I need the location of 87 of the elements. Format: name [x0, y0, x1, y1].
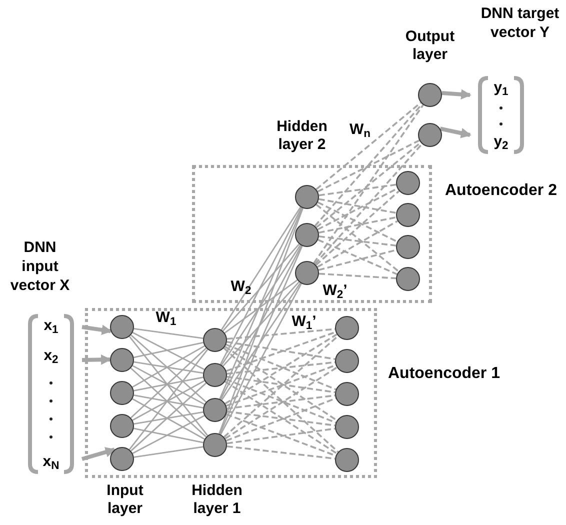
connection-line: [132, 365, 205, 405]
connection-line: [226, 361, 336, 375]
vector-element: x$_{2}$: [42, 347, 60, 365]
connection-line: [224, 366, 338, 440]
connection-line: [134, 342, 204, 358]
connection-line: [314, 103, 423, 227]
connection-line: [223, 335, 339, 438]
vector-element: y$_{2}$: [492, 133, 510, 151]
connection-line: [224, 380, 338, 454]
connection-line: [134, 376, 204, 392]
connection-line: [314, 143, 423, 265]
vector-heading: DNN target vector Y: [480, 4, 560, 42]
connection-line: [318, 272, 396, 280]
connection-line: [226, 364, 336, 407]
connection-line: [134, 446, 204, 458]
connection-line: [221, 282, 301, 400]
connection-line: [317, 202, 398, 242]
connection-line: [317, 140, 420, 192]
connection-line: [226, 341, 336, 360]
connection-line: [315, 190, 400, 266]
connection-line: [226, 410, 336, 426]
vector-element: x$_{1}$: [42, 317, 60, 335]
connection-line: [219, 208, 303, 400]
connection-line: [224, 346, 338, 422]
connection-line: [132, 345, 205, 388]
connection-line: [130, 368, 207, 438]
weight-label: W$_{n}$: [348, 121, 372, 139]
connection-line: [224, 334, 338, 404]
connection-line: [218, 208, 304, 434]
weight-label: W$_{1}$: [154, 309, 178, 327]
vector-element: x$_{N}$: [42, 453, 60, 471]
connection-line: [316, 204, 400, 272]
connection-line: [226, 331, 336, 372]
connection-line: [226, 428, 336, 444]
layer-label: Hidden layer 2: [276, 118, 328, 154]
connection-line: [313, 104, 424, 264]
connection-line: [318, 184, 396, 196]
connection-line: [223, 347, 339, 453]
connection-line: [134, 394, 204, 409]
connection-line: [226, 344, 336, 390]
connection-line: [128, 349, 208, 450]
connection-line: [134, 328, 204, 340]
connection-line: [316, 220, 398, 268]
arrow: [82, 354, 112, 365]
connection-line: [220, 245, 302, 400]
connection-line: [132, 332, 205, 370]
connection-line: [132, 380, 205, 421]
connection-line: [134, 361, 204, 374]
connection-line: [318, 249, 397, 271]
connection-line: [220, 207, 302, 365]
connection-line: [318, 216, 396, 234]
connection-line: [128, 336, 208, 436]
arrow: [82, 324, 112, 336]
connection-line: [130, 382, 207, 452]
group-label: Autoencoder 1: [386, 364, 501, 384]
connection-line: [318, 238, 398, 276]
connection-line: [130, 334, 207, 403]
connection-line: [221, 244, 301, 366]
connection-line: [226, 445, 336, 460]
connection-line: [224, 280, 298, 334]
connection-line: [226, 376, 336, 394]
connection-line: [132, 414, 205, 454]
layer-label: Output layer: [404, 28, 456, 64]
vector-element: y$_{1}$: [492, 79, 510, 97]
connection-line: [220, 206, 302, 330]
group-label: Autoencoder 2: [444, 181, 558, 201]
vector-heading: DNN input vector X: [9, 238, 71, 295]
connection-line: [132, 398, 205, 440]
weight-label: W$_{2}$: [230, 278, 252, 296]
connection-line: [318, 198, 396, 214]
connection-line: [134, 411, 204, 425]
connection-line: [220, 283, 302, 435]
connection-line: [219, 246, 303, 434]
weight-label: W$_{2}$’: [322, 282, 348, 300]
connection-line: [222, 281, 300, 367]
connection-line: [226, 394, 336, 410]
layer-label: Input layer: [106, 482, 144, 518]
connection-line: [317, 188, 398, 230]
connection-line: [222, 244, 300, 332]
connection-line: [130, 348, 207, 418]
layer-label: Hidden layer 1: [190, 482, 244, 518]
arrow: [442, 89, 472, 100]
connection-line: [316, 102, 422, 190]
weight-label: W$_{1}$’: [290, 313, 318, 331]
connection-line: [134, 428, 204, 444]
arrow: [440, 126, 472, 138]
connection-line: [318, 236, 396, 246]
